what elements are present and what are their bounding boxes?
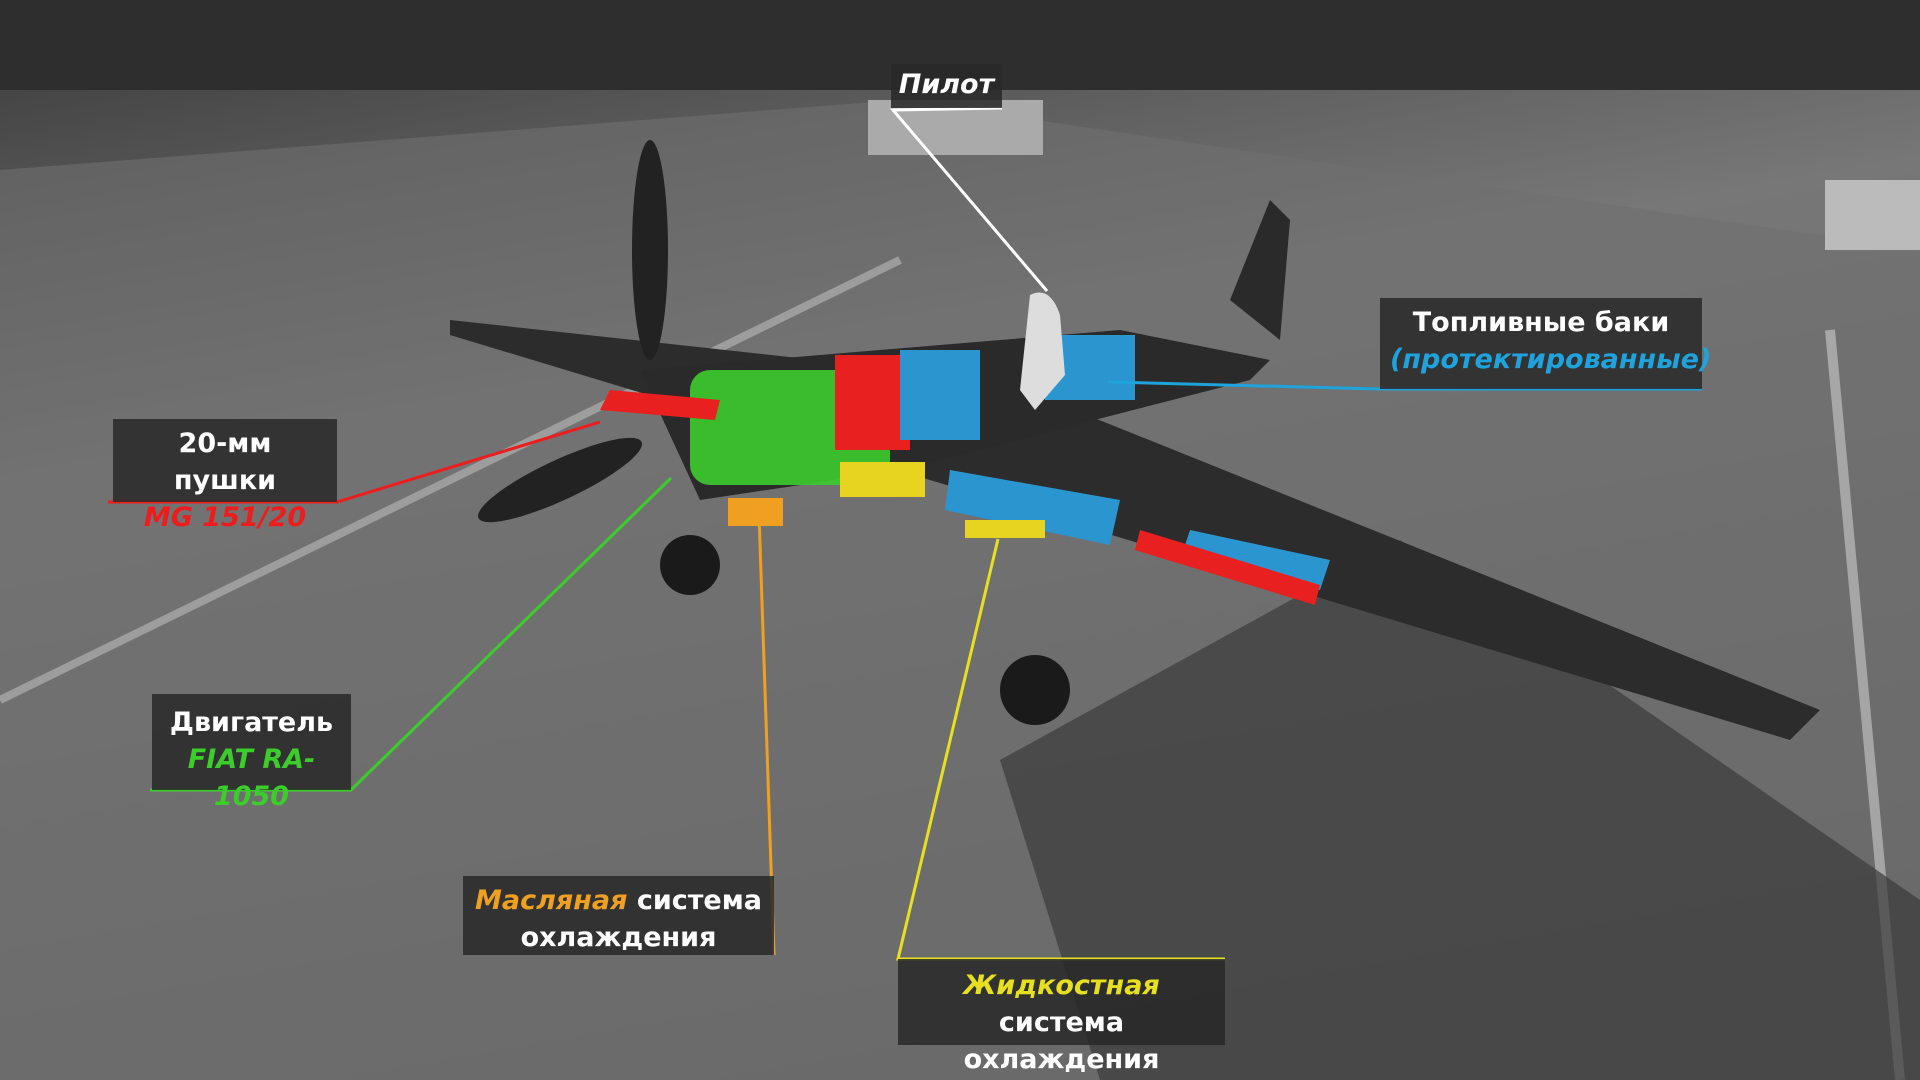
oil-line2: охлаждения [520, 922, 717, 953]
engine-title: Двигатель [169, 707, 334, 738]
oil-accent: Масляная [475, 885, 628, 916]
fuel-title: Топливные баки [1412, 307, 1670, 338]
aircraft [450, 140, 1820, 740]
water-accent: Жидкостная [963, 970, 1160, 1001]
guns-title: 20-мм пушки [173, 428, 277, 496]
pilot-figure [1020, 292, 1065, 410]
label-oil-cooling: Масляная система охлаждения [463, 876, 774, 955]
water-rest: система [998, 1007, 1125, 1038]
pilot-title: Пилот [898, 69, 995, 100]
fuel-subtitle: (протектированные) [1390, 344, 1712, 375]
gun-module [835, 355, 910, 450]
engine-subtitle: FIAT RA-1050 [187, 744, 316, 812]
label-liquid-cooling: Жидкостная система охлаждения [898, 959, 1225, 1075]
label-cannons: 20-мм пушки MG 151/20 [113, 419, 337, 533]
label-engine: Двигатель FIAT RA-1050 [152, 694, 351, 812]
label-pilot: Пилот [891, 64, 1002, 108]
label-fuel-tanks: Топливные баки (протектированные) [1380, 298, 1712, 389]
water-line2: охлаждения [963, 1044, 1160, 1075]
fuel-tank-front [900, 350, 980, 440]
oil-rest: система [627, 885, 762, 916]
guns-subtitle: MG 151/20 [143, 502, 307, 533]
